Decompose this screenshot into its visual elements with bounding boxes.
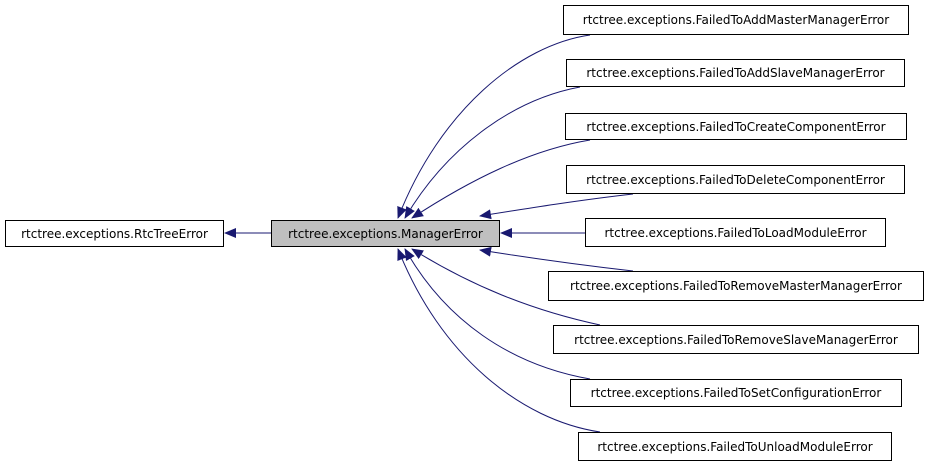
node-failed-to-unload-module-error[interactable]: rtctree.exceptions.FailedToUnloadModuleE… (578, 432, 892, 461)
edge-remove-slave-manager (411, 248, 601, 326)
node-failed-to-add-slave-manager-error[interactable]: rtctree.exceptions.FailedToAddSlaveManag… (566, 59, 905, 87)
edge-remove-master-manager (479, 246, 634, 272)
node-failed-to-remove-slave-manager-error[interactable]: rtctree.exceptions.FailedToRemoveSlaveMa… (553, 325, 919, 354)
edge-delete-component (479, 193, 634, 220)
node-failed-to-remove-master-manager-error[interactable]: rtctree.exceptions.FailedToRemoveMasterM… (548, 271, 924, 301)
node-failed-to-create-component-error[interactable]: rtctree.exceptions.FailedToCreateCompone… (565, 113, 907, 140)
edge-set-configuration (404, 248, 591, 380)
node-failed-to-delete-component-error[interactable]: rtctree.exceptions.FailedToDeleteCompone… (566, 165, 905, 194)
edge-add-master-manager (397, 34, 591, 219)
edge-create-component (411, 139, 591, 219)
node-manager-error[interactable]: rtctree.exceptions.ManagerError (271, 220, 500, 247)
edge-add-slave-manager (404, 86, 581, 219)
node-failed-to-set-configuration-error[interactable]: rtctree.exceptions.FailedToSetConfigurat… (570, 379, 902, 407)
edge-unload-module (397, 248, 601, 433)
node-rtc-tree-error[interactable]: rtctree.exceptions.RtcTreeError (5, 220, 224, 247)
node-failed-to-load-module-error[interactable]: rtctree.exceptions.FailedToLoadModuleErr… (585, 218, 886, 247)
node-failed-to-add-master-manager-error[interactable]: rtctree.exceptions.FailedToAddMasterMana… (563, 5, 909, 35)
